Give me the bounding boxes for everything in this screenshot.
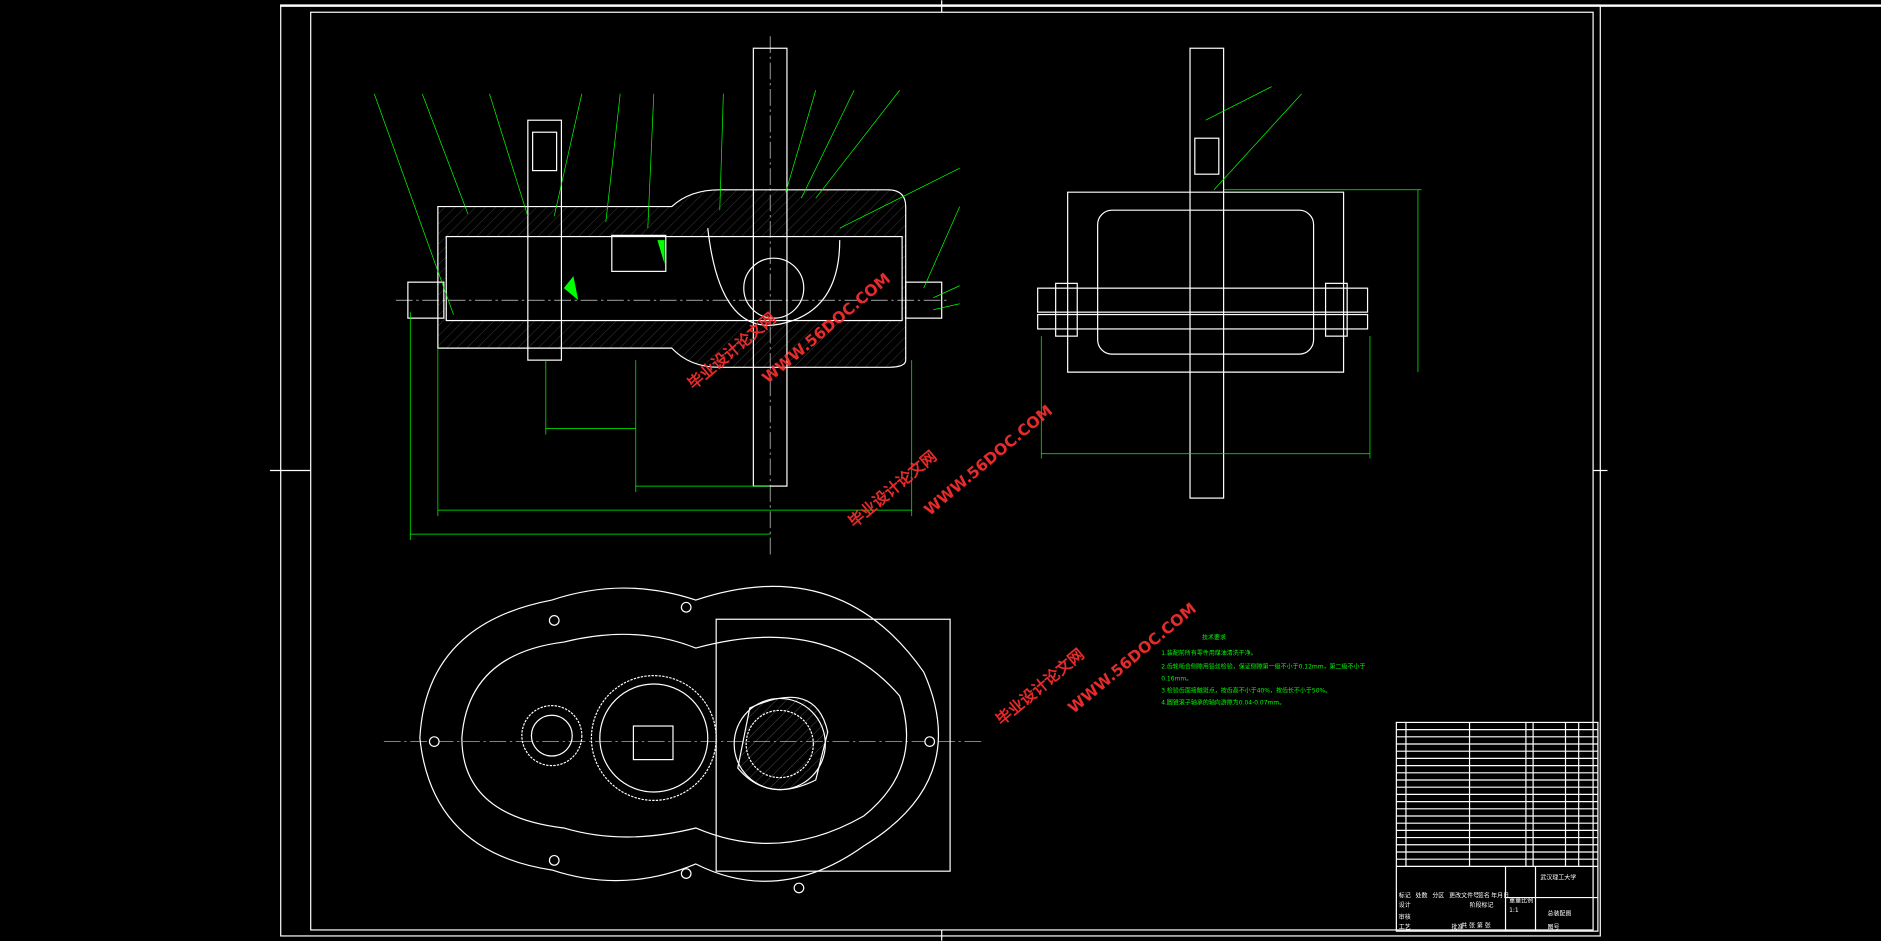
role-approve: 批准 xyxy=(1452,923,1464,931)
school-name: 武汉理工大学 xyxy=(1540,874,1576,882)
requirement-line: 3.检验齿面接触斑点，按齿高不小于40%，按齿长不小于50%。 xyxy=(1161,686,1331,694)
sheet-info: 共 张 第 张 xyxy=(1461,922,1491,930)
requirement-line: 2.齿轮啮合侧隙用铅丝检验，保证侧隙第一级不小于0.12mm，第二级不小于 xyxy=(1161,662,1365,670)
svg-text:毕业设计论文网: 毕业设计论文网 xyxy=(992,644,1088,729)
drawing-frame xyxy=(269,0,1881,941)
plan-view xyxy=(383,585,984,894)
svg-text:WWW.56DOC.COM: WWW.56DOC.COM xyxy=(921,402,1056,520)
side-view xyxy=(1037,47,1422,499)
technical-requirements: 技术要求 1.装配前所有零件用煤油清洗干净。 2.齿轮啮合侧隙用铅丝检验，保证侧… xyxy=(1161,634,1365,707)
title-block: 武汉理工大学 总装配图 图号 1:1 标记 处数 分区 更改文件号 签名 年月日… xyxy=(1395,721,1599,932)
header-mark: 标记 xyxy=(1399,892,1411,900)
role-design: 设计 xyxy=(1399,901,1411,909)
drawing-name: 总装配图 xyxy=(1548,910,1572,918)
stage-mark: 阶段标记 xyxy=(1470,901,1494,909)
requirement-line: 4.圆锥滚子轴承的轴向游隙为0.04-0.07mm。 xyxy=(1161,698,1285,706)
header-date: 年月日 xyxy=(1491,892,1509,900)
role-review: 审核 xyxy=(1399,913,1411,921)
scale-label: 比例 xyxy=(1521,896,1533,904)
drawing-number: 图号 xyxy=(1548,924,1560,931)
header-zone: 分区 xyxy=(1432,892,1444,900)
header-count: 处数 xyxy=(1416,892,1428,900)
header-change-doc: 更改文件号 xyxy=(1449,892,1479,900)
weight-label: 重量 xyxy=(1509,896,1521,904)
svg-text:毕业设计论文网: 毕业设计论文网 xyxy=(844,446,940,531)
requirement-line: 1.装配前所有零件用煤油清洗干净。 xyxy=(1161,649,1256,657)
scale: 1:1 xyxy=(1509,907,1519,914)
front-section-view xyxy=(373,36,961,559)
requirement-line: 0.16mm。 xyxy=(1161,675,1192,682)
header-sign: 签名 xyxy=(1478,892,1490,900)
requirements-title: 技术要求 xyxy=(1202,634,1226,642)
role-process: 工艺 xyxy=(1399,923,1411,931)
